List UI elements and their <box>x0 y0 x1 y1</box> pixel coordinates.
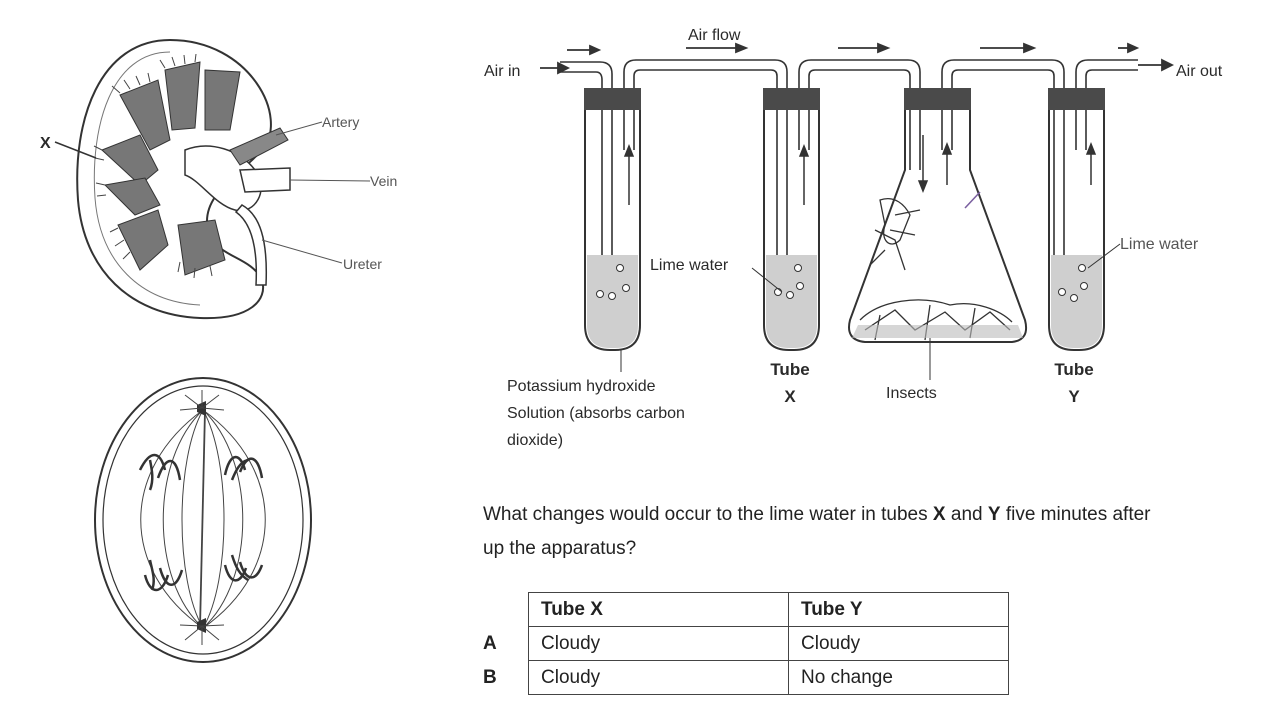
vein-pointer <box>289 179 371 182</box>
spindle-fibres <box>140 409 266 629</box>
kidney-label-x: X <box>40 135 51 152</box>
label-tube-x-2: X <box>784 387 796 406</box>
kidney-x-pointer <box>54 141 97 159</box>
conical-flask <box>848 88 1028 343</box>
label-air-flow: Air flow <box>688 27 741 44</box>
outlet-tube <box>1075 59 1138 150</box>
cell-inner-membrane <box>102 385 304 655</box>
question-and: and <box>945 504 988 525</box>
table-row[interactable]: A Cloudy Cloudy <box>483 626 1009 661</box>
koh-tube-stopper <box>584 88 641 110</box>
tube-y-stopper <box>1048 88 1105 110</box>
label-tube-y-2: Y <box>1068 387 1080 406</box>
connector-tube-3 <box>941 59 1065 290</box>
kidney-pyramids <box>101 61 241 276</box>
chromosomes <box>138 453 264 592</box>
label-tube-x-1: Tube <box>770 360 809 379</box>
connector-tube-1 <box>623 59 788 290</box>
cell-division-diagram <box>94 377 312 663</box>
cell-tube-x: Cloudy <box>528 626 789 661</box>
label-koh-2: Solution (absorbs carbon <box>507 405 685 422</box>
question-tube-x: X <box>932 504 946 525</box>
cell-outer-membrane <box>94 377 312 663</box>
cell-tube-y: No change <box>788 660 1009 695</box>
ureter-pointer <box>261 239 343 264</box>
centriole-top <box>179 390 225 416</box>
question-line-1: What changes would occur to the lime wat… <box>483 498 1278 532</box>
insects-drawing <box>859 198 1013 341</box>
flow-arrows-internal <box>623 135 1097 205</box>
ureter-vessel <box>234 204 268 286</box>
question-part-1: What changes would occur to the lime wat… <box>483 504 933 525</box>
header-tube-y: Tube Y <box>788 592 1009 627</box>
koh-test-tube <box>584 88 641 351</box>
header-tube-x: Tube X <box>528 592 789 627</box>
question-tube-y: Y <box>987 504 1001 525</box>
kidney-label-vein: Vein <box>370 173 397 189</box>
inlet-tube <box>560 61 613 290</box>
label-koh-3: dioxide) <box>507 432 563 449</box>
kidney-label-artery: Artery <box>322 114 359 130</box>
label-air-in: Air in <box>484 63 520 80</box>
kidney-label-ureter: Ureter <box>343 256 382 272</box>
answer-table: Tube X Tube Y A Cloudy Cloudy B Cloudy N… <box>483 592 1009 695</box>
connector-tube-2 <box>798 59 921 170</box>
kidney-tubule-hatching <box>93 53 213 279</box>
option-letter: A <box>483 632 497 654</box>
kidney-diagram: X Artery Vein Ureter <box>40 38 397 320</box>
tube-x <box>763 88 820 351</box>
question-part-2: five minutes after <box>1000 504 1151 525</box>
flask-stopper <box>904 88 971 110</box>
cell-tube-y: Cloudy <box>788 626 1009 661</box>
answer-table-header: Tube X Tube Y <box>483 592 1009 627</box>
respiration-apparatus <box>560 59 1138 290</box>
label-insects: Insects <box>886 385 937 402</box>
question-line-2: up the apparatus? <box>483 538 637 559</box>
label-lime-water-x: Lime water <box>650 257 729 274</box>
tube-x-stopper <box>763 88 820 110</box>
cell-tube-x: Cloudy <box>528 660 789 695</box>
tube-y <box>1048 88 1105 351</box>
question-text: What changes would occur to the lime wat… <box>483 498 1278 566</box>
artery-pointer <box>275 121 323 136</box>
table-row[interactable]: B Cloudy No change <box>483 660 1009 695</box>
flask-mark <box>964 191 981 209</box>
kidney-cortex-inner <box>93 51 201 306</box>
vein-vessel <box>239 167 291 193</box>
label-koh-1: Potassium hydroxide <box>507 378 656 395</box>
label-air-out: Air out <box>1176 63 1223 80</box>
option-letter: B <box>483 666 497 688</box>
label-lime-water-y: Lime water <box>1120 236 1199 253</box>
centriole-bottom <box>179 618 225 645</box>
label-tube-y-1: Tube <box>1054 360 1093 379</box>
label-pointers <box>620 243 1121 380</box>
flow-arrows-external <box>540 42 1175 75</box>
option-header-blank <box>483 593 529 627</box>
artery-vessel <box>229 127 289 166</box>
